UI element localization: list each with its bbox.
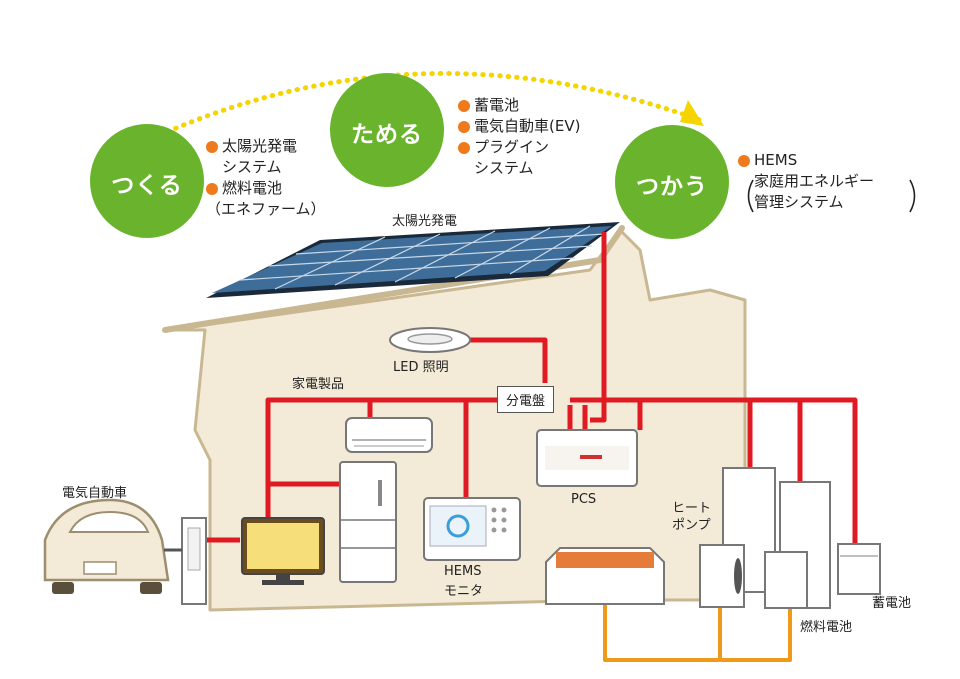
electric-car-shape — [43, 498, 182, 594]
use-list: HEMS 家庭用エネルギー 管理システム — [738, 150, 874, 213]
fuel-cell-label: 燃料電池 — [800, 620, 853, 635]
pcs-shape — [536, 429, 638, 487]
use-circle — [615, 125, 729, 239]
store-item: プラグイン — [474, 138, 550, 156]
make-item: システム — [222, 158, 282, 176]
hems-monitor-shape — [423, 497, 521, 561]
air-conditioner-shape — [345, 417, 433, 453]
bullet-icon — [206, 182, 218, 195]
roof-edge — [162, 225, 625, 333]
appliances-label: 家電製品 — [292, 377, 345, 392]
bathtub-shape — [545, 547, 665, 605]
flow-arrow — [157, 70, 703, 138]
make-circle — [90, 124, 204, 238]
store-item: 電気自動車(EV) — [474, 117, 581, 135]
use-item: HEMS — [754, 151, 798, 169]
make-item: 太陽光発電 — [222, 137, 298, 155]
make-item: （エネファーム） — [206, 200, 326, 218]
led-light-shape — [389, 327, 471, 353]
hems-monitor-label-1: HEMS — [444, 564, 482, 579]
bullet-icon — [206, 140, 218, 153]
use-item: 家庭用エネルギー — [754, 172, 875, 190]
ev-charger-shape — [181, 517, 207, 605]
solar-panel — [206, 222, 620, 298]
fuel-cell-shape — [764, 481, 831, 609]
use-item: 管理システム — [754, 193, 844, 211]
tv-shape — [241, 517, 325, 585]
right-paren — [909, 179, 916, 213]
refrigerator-shape — [339, 461, 397, 583]
flow-arrowhead — [680, 100, 704, 126]
make-list: 太陽光発電 システム 燃料電池 （エネファーム） — [206, 136, 326, 220]
make-title: つくる — [111, 173, 183, 199]
hems-monitor-label-2: モニタ — [444, 584, 484, 599]
bullet-icon — [458, 141, 470, 154]
led-label: LED 照明 — [393, 360, 449, 375]
bullet-icon — [458, 120, 470, 133]
ev-label: 電気自動車 — [62, 486, 128, 501]
solar-label: 太陽光発電 — [392, 214, 458, 229]
store-list: 蓄電池 電気自動車(EV) プラグイン システム — [458, 95, 580, 179]
store-item: システム — [474, 159, 534, 177]
make-item: 燃料電池 — [222, 179, 283, 197]
store-circle — [330, 73, 444, 187]
heat-pump-label-1: ヒート — [672, 501, 712, 516]
heat-pump-label-2: ポンプ — [672, 518, 711, 533]
distribution-panel-label: 分電盤 — [497, 386, 555, 413]
pcs-label: PCS — [571, 492, 597, 507]
store-item: 蓄電池 — [474, 96, 520, 114]
bullet-icon — [738, 154, 750, 167]
left-paren — [747, 179, 754, 213]
storage-battery-shape — [837, 543, 881, 595]
use-title: つかう — [636, 174, 708, 200]
store-title: ためる — [351, 122, 423, 148]
storage-battery-label: 蓄電池 — [872, 596, 912, 611]
bullet-icon — [458, 99, 470, 112]
